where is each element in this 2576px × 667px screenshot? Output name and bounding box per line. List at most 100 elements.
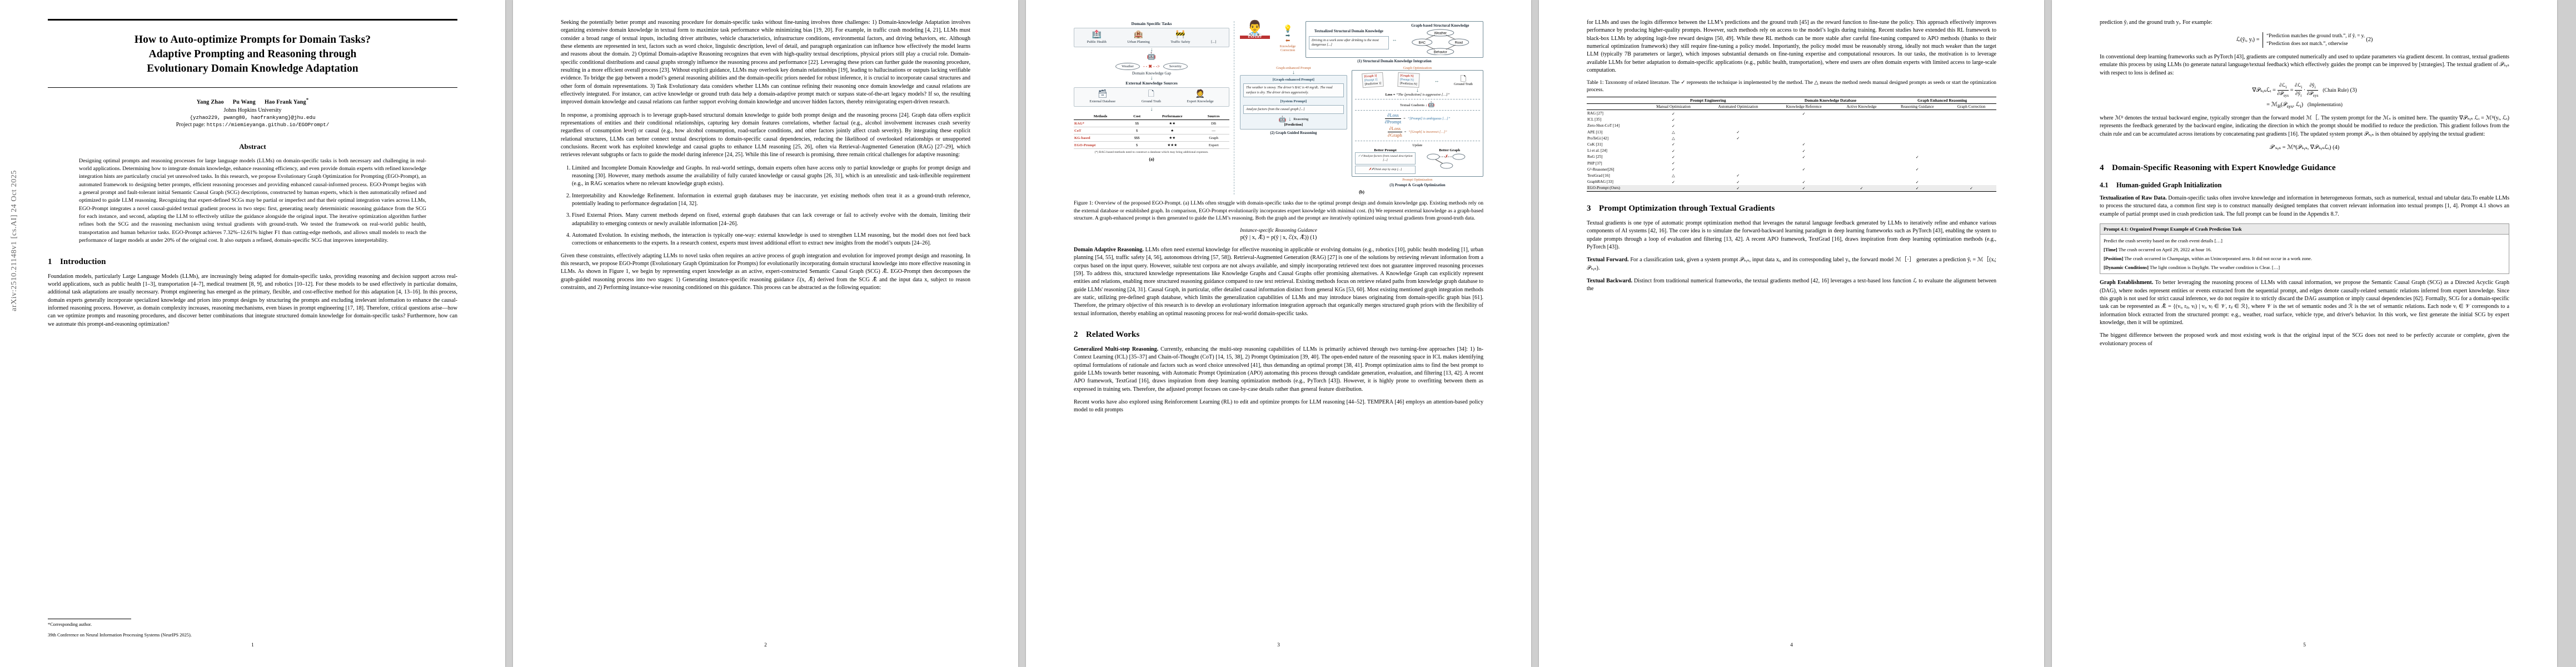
loss-line: Loss = “The [prediction] is aggressive [… — [1355, 93, 1480, 97]
prompt-opt-paragraph-1: Textual gradients is one type of automat… — [1587, 220, 1996, 250]
cell — [1835, 117, 1889, 123]
group-prompt-engineering: Prompt Engineering — [1643, 97, 1773, 104]
equation-1: p(ŷ | x, Ǣ) = p(ŷ | x, ℰ(x, Ǣ)) — [1240, 235, 1309, 241]
cell: ✓ — [1802, 180, 1806, 185]
source-label: Expert Knowledge — [1187, 99, 1214, 103]
double-arrow-icon: ↔ — [1392, 37, 1397, 43]
cell-cost: $$$ — [1127, 134, 1147, 142]
hospital-icon: 🏥 — [1092, 31, 1102, 39]
better-graph-title: Better Graph — [1439, 148, 1461, 152]
robot-icon: 🤖 — [1147, 52, 1157, 60]
task-label: Public Health — [1087, 40, 1107, 44]
row-label: RoG [25] — [1587, 155, 1603, 160]
col-cost: Cost — [1127, 113, 1147, 120]
prompt-line-label: [Dynamic Conditions] — [2104, 265, 2149, 271]
equation-2-row: ℒ(ŷᵢ, yᵢ) = “Prediction matches the grou… — [2100, 32, 2509, 48]
knowledge-correction-label: Knowledge Correction — [1279, 44, 1296, 53]
paper-page-1[interactable]: arXiv:2510.21148v1 [cs.AI] 24 Oct 2025 H… — [0, 0, 505, 667]
cell — [1703, 141, 1773, 147]
equation-1-annotation: Instance-specific Reasoning Guidance — [1240, 227, 1317, 233]
cell: ✓ — [1671, 161, 1675, 166]
section-number: 4 — [2100, 163, 2104, 173]
double-arrow-icon: ↔ — [1434, 77, 1439, 83]
cell-method: RAG* — [1074, 120, 1128, 127]
paper-page-3[interactable]: Domain Specific Tasks 🏥 Public Health 🏨 … — [1026, 0, 1531, 667]
figure-1-label: Figure 1: — [1074, 200, 1094, 207]
cell — [1946, 141, 1996, 147]
table-row: PHP [37] ✓ — [1587, 160, 1996, 166]
arrow-down-icon: ↓ — [1150, 47, 1153, 53]
title-line-2: Adaptive Prompting and Reasoning through — [148, 48, 357, 61]
cell — [1946, 154, 1996, 160]
cell — [1773, 160, 1835, 166]
group-graph-enhanced-reasoning: Graph Enhanced Reasoning — [1888, 97, 1996, 104]
col-knowledge-reference: Knowledge Reference — [1772, 103, 1835, 111]
cell — [1835, 154, 1889, 160]
cell: ✓ — [1802, 148, 1806, 153]
list-item: Interpretability and Knowledge Refinemen… — [572, 192, 970, 208]
row-label: PHP [37] — [1587, 161, 1602, 166]
intro-paragraph-1: Foundation models, particularly Large La… — [48, 273, 457, 327]
loss-label: Loss = — [1385, 92, 1396, 97]
abstract-heading: Abstract — [239, 142, 266, 151]
cell — [1888, 135, 1946, 141]
paper-page-4[interactable]: for LLMs and uses the logits difference … — [1539, 0, 2044, 667]
expert-avatar: 👨‍⚕️ EXPERT — [1240, 21, 1270, 39]
cell-performance: ★★ — [1147, 134, 1198, 142]
grad-graph-row: ∂Loss∂Graph = “[Graph] is incorrect […]” — [1388, 125, 1447, 138]
textual-forward-paragraph: Textual Forward. For a classification ta… — [1587, 256, 1996, 272]
cell-method: CoT — [1074, 127, 1128, 135]
cell — [1835, 160, 1889, 166]
section-title: Prompt Optimization through Textual Grad… — [1599, 203, 1775, 213]
cell: △ — [1672, 173, 1675, 178]
textual-gradients-label: Textual Gradients — [1400, 103, 1425, 107]
source-external-database: 🗃 External Database — [1089, 91, 1115, 104]
project-label: Project page: — [176, 121, 206, 128]
cell: ✓ — [1671, 111, 1675, 116]
cell-cost: $ — [1127, 141, 1147, 149]
system-prompt-text: Analyze factors from the causal graph [.… — [1243, 104, 1344, 114]
step-1-caption: (1) Structural Domain Knowledge Integrat… — [1357, 59, 1432, 64]
cell-method: EGO-Prompt — [1074, 141, 1128, 149]
methods-comparison-table: Methods Cost Performance Sources RAG*$$★… — [1074, 113, 1230, 149]
cell — [1703, 148, 1773, 154]
page-number-1: 1 — [251, 643, 254, 648]
expert-person-icon: 👨‍⚕️ — [1245, 20, 1264, 36]
cell — [1888, 123, 1946, 129]
cell: ✓ — [1671, 148, 1675, 153]
equation-4-number: (4) — [2333, 145, 2340, 151]
arrow-down-icon: ↓ — [1288, 116, 1292, 122]
textualization-paragraph: Textualization of Raw Data. Domain-speci… — [2100, 195, 2509, 218]
equation-2-lead: ℒ(ŷᵢ, yᵢ) = — [2236, 37, 2260, 43]
rl-methods-paragraph: for LLMs and uses the logits difference … — [1587, 19, 1996, 73]
title-line-3: Evolutionary Domain Knowledge Adaptation — [147, 62, 358, 74]
col-methods: Methods — [1074, 113, 1128, 120]
figure-1-panel-a: Domain Specific Tasks 🏥 Public Health 🏨 … — [1074, 21, 1230, 195]
page-title: How to Auto-optimize Prompts for Domain … — [48, 33, 457, 76]
figure-1-panel-b: 👨‍⚕️ EXPERT 💡 ➡ ⬅ Knowledge Correction — [1234, 21, 1483, 195]
section-number: 1 — [48, 257, 52, 266]
paper-page-2[interactable]: Seeking the potentially better prompt an… — [513, 0, 1018, 667]
domain-knowledge-gap-label: Domain Knowledge Gap — [1132, 71, 1172, 76]
table-row: Zero-Shot-CoT [14]✓ — [1587, 123, 1996, 129]
section-number: 2 — [1074, 330, 1078, 339]
cell — [1946, 166, 1996, 172]
divider — [1354, 109, 1480, 111]
section-number: 3 — [1587, 203, 1591, 213]
prompt-line-label: [Position] — [2104, 256, 2124, 262]
knowledge-gap-row: Weather - - ✖ - -> Severity — [1074, 63, 1229, 70]
cell — [1946, 117, 1996, 123]
prompt-line-label: [Time] — [2104, 247, 2117, 253]
project-url[interactable]: https://miemieyanga.github.io/EGOPrompt/ — [206, 121, 330, 128]
table-row: APE [13]△✓ — [1587, 129, 1996, 135]
row-label: ProTeGi [42] — [1587, 136, 1609, 141]
system-prompt-title: [System Prompt] — [1280, 99, 1307, 103]
table-1-label: Table 1: — [1587, 80, 1604, 86]
author-1: Yang Zhao — [196, 99, 224, 106]
section-title: Related Works — [1086, 330, 1140, 339]
related-paragraph-1: Generalized Multi-step Reasoning. Curren… — [1074, 346, 1483, 394]
paper-page-5[interactable]: prediction ŷᵢ and the ground truth yᵢ. F… — [2052, 0, 2557, 667]
